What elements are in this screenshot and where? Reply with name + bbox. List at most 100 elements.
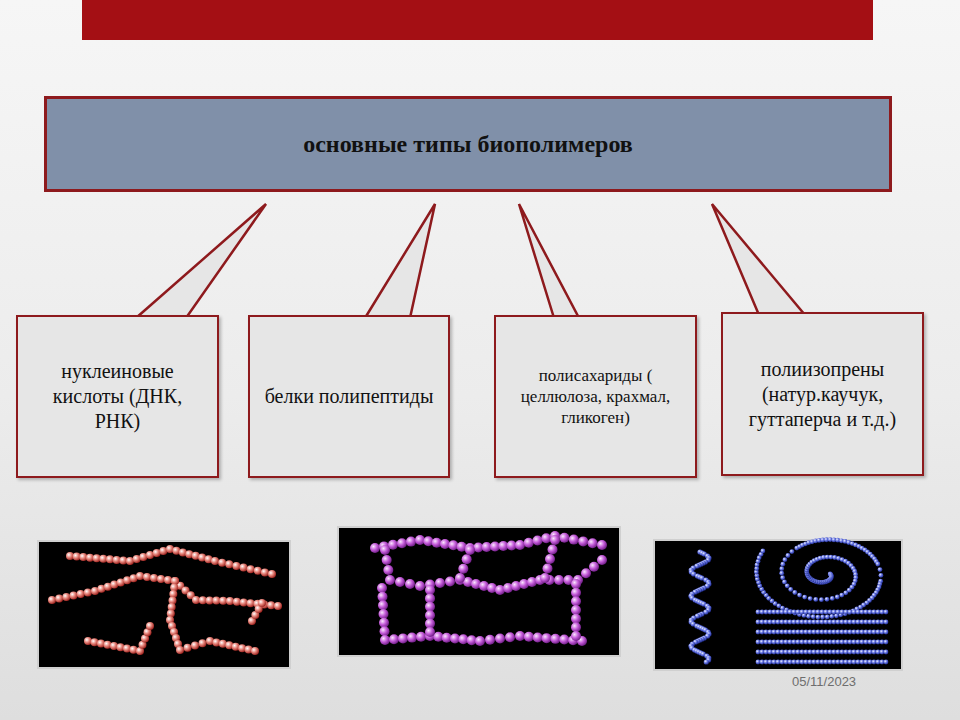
bead xyxy=(571,579,581,589)
bead xyxy=(462,554,472,564)
bead xyxy=(571,614,581,624)
image-frame xyxy=(338,527,620,656)
bead xyxy=(258,599,266,607)
bead xyxy=(415,581,425,591)
bead xyxy=(397,538,407,548)
bead xyxy=(875,562,880,567)
node-text: основные типы биополимеров xyxy=(303,129,633,159)
bead xyxy=(884,620,889,625)
bead xyxy=(515,540,525,550)
bead xyxy=(541,533,551,543)
bead xyxy=(550,535,560,545)
bead xyxy=(548,545,558,555)
bead xyxy=(218,559,226,567)
node-text: белки полипептиды xyxy=(265,384,434,409)
bead xyxy=(440,539,450,549)
bead xyxy=(760,549,765,554)
bead xyxy=(445,577,455,587)
bead xyxy=(226,597,234,605)
bead xyxy=(550,634,560,644)
bead xyxy=(268,570,276,578)
bead xyxy=(581,568,591,578)
bead xyxy=(589,562,599,572)
callout-box: полисахариды ( целлюлоза, крахмал, глико… xyxy=(494,315,697,478)
bead xyxy=(435,578,445,588)
bead xyxy=(825,615,830,620)
bead xyxy=(545,554,555,564)
bead xyxy=(380,635,390,645)
bead xyxy=(542,633,552,643)
callout-box: полиизопрены (натур.каучук, гуттаперча и… xyxy=(721,312,924,476)
bead xyxy=(878,567,883,572)
bead xyxy=(571,605,581,615)
bead xyxy=(830,596,835,601)
bead xyxy=(146,622,154,630)
bead xyxy=(524,632,534,642)
bead xyxy=(819,597,824,602)
date-label: 05/11/2023 xyxy=(792,674,856,689)
image-frame xyxy=(654,540,902,670)
bead xyxy=(571,596,581,606)
node-text: нуклеиновые кислоты (ДНК, РНК) xyxy=(30,359,205,434)
callout-box: белки полипептиды xyxy=(248,315,450,478)
bead xyxy=(143,573,151,581)
bead xyxy=(780,562,785,567)
bead xyxy=(389,634,399,644)
bead xyxy=(176,646,184,654)
bead xyxy=(543,564,553,574)
bead xyxy=(416,632,426,642)
bead xyxy=(212,597,220,605)
bead xyxy=(425,627,435,637)
bead xyxy=(786,553,791,558)
bead xyxy=(783,557,788,562)
bead xyxy=(77,590,85,598)
bead xyxy=(219,597,227,605)
bead xyxy=(475,636,485,646)
bead xyxy=(240,564,248,572)
bead xyxy=(829,614,834,619)
bead xyxy=(377,583,387,593)
bead xyxy=(254,567,262,575)
bead xyxy=(485,635,495,645)
bead xyxy=(62,593,70,601)
bead xyxy=(816,615,821,620)
bead xyxy=(407,633,417,643)
bead xyxy=(150,574,158,582)
bead xyxy=(247,565,255,573)
bead xyxy=(808,596,813,601)
bead xyxy=(884,610,889,615)
bead xyxy=(835,595,840,600)
bead xyxy=(378,600,388,610)
bead xyxy=(380,545,390,555)
bead xyxy=(370,543,380,553)
bead xyxy=(247,599,255,607)
bead xyxy=(524,538,534,548)
bead xyxy=(458,564,468,574)
bead xyxy=(790,549,795,554)
image-frame xyxy=(38,541,290,668)
bead xyxy=(157,575,165,583)
bead xyxy=(505,632,515,642)
bead xyxy=(385,575,395,585)
bead xyxy=(569,535,579,545)
bead xyxy=(559,533,569,543)
bead xyxy=(884,630,889,635)
bead xyxy=(232,562,240,570)
bead xyxy=(398,633,408,643)
bead xyxy=(379,618,389,628)
bead xyxy=(813,597,818,602)
bead xyxy=(515,631,525,641)
bead xyxy=(785,583,790,588)
bead xyxy=(806,614,811,619)
bead xyxy=(84,589,92,597)
bead xyxy=(597,555,607,565)
bead xyxy=(380,626,390,636)
bead xyxy=(267,601,275,609)
bead xyxy=(578,536,588,546)
bead xyxy=(879,573,884,578)
bead xyxy=(779,566,784,571)
bead xyxy=(811,614,816,619)
bead xyxy=(782,580,787,585)
bead xyxy=(597,540,607,550)
bead xyxy=(432,538,442,548)
